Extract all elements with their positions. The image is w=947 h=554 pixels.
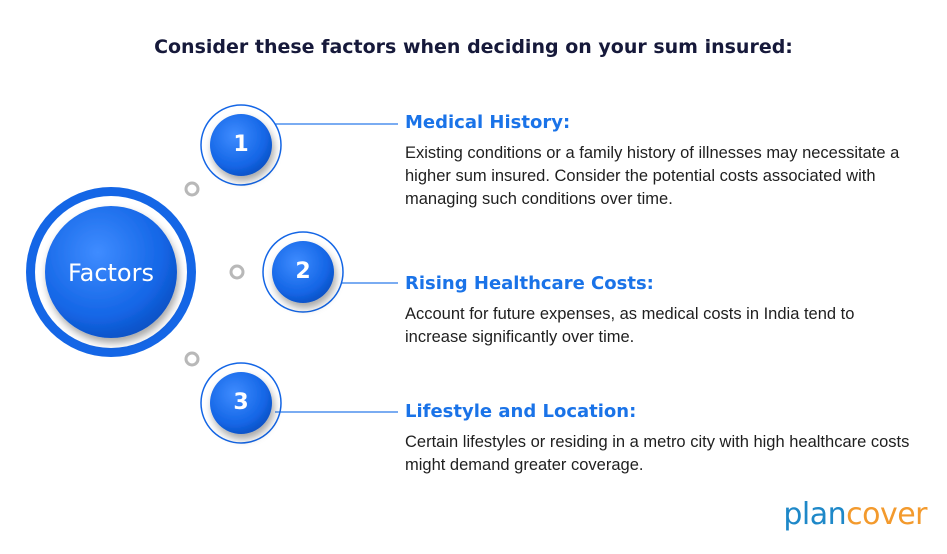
badge-2	[262, 231, 344, 313]
factors-hub	[26, 187, 196, 357]
item-title-1: Medical History:	[405, 112, 571, 133]
item-title-2: Rising Healthcare Costs:	[405, 273, 654, 294]
connector-dot-2	[229, 264, 245, 280]
badge-1	[200, 104, 282, 186]
hub-inner-disc	[45, 206, 177, 338]
page-title: Consider these factors when deciding on …	[154, 36, 793, 58]
logo-part-cover: cover	[846, 497, 927, 532]
item-title-3: Lifestyle and Location:	[405, 401, 637, 422]
badge-number-3: 3	[233, 390, 249, 415]
item-text-3: Certain lifestyles or residing in a metr…	[405, 433, 910, 474]
item-text-1: Existing conditions or a family history …	[405, 144, 900, 208]
item-text-2: Account for future expenses, as medical …	[405, 305, 855, 346]
badge-number-2: 2	[295, 259, 311, 284]
plancover-logo: plancover	[783, 497, 927, 532]
badge-number-1: 1	[233, 132, 249, 157]
badge-3	[200, 362, 282, 444]
hub-label: Factors	[68, 259, 154, 287]
connector-dot-1	[184, 181, 200, 197]
connector-dot-3	[184, 351, 200, 367]
logo-part-plan: plan	[783, 497, 847, 532]
